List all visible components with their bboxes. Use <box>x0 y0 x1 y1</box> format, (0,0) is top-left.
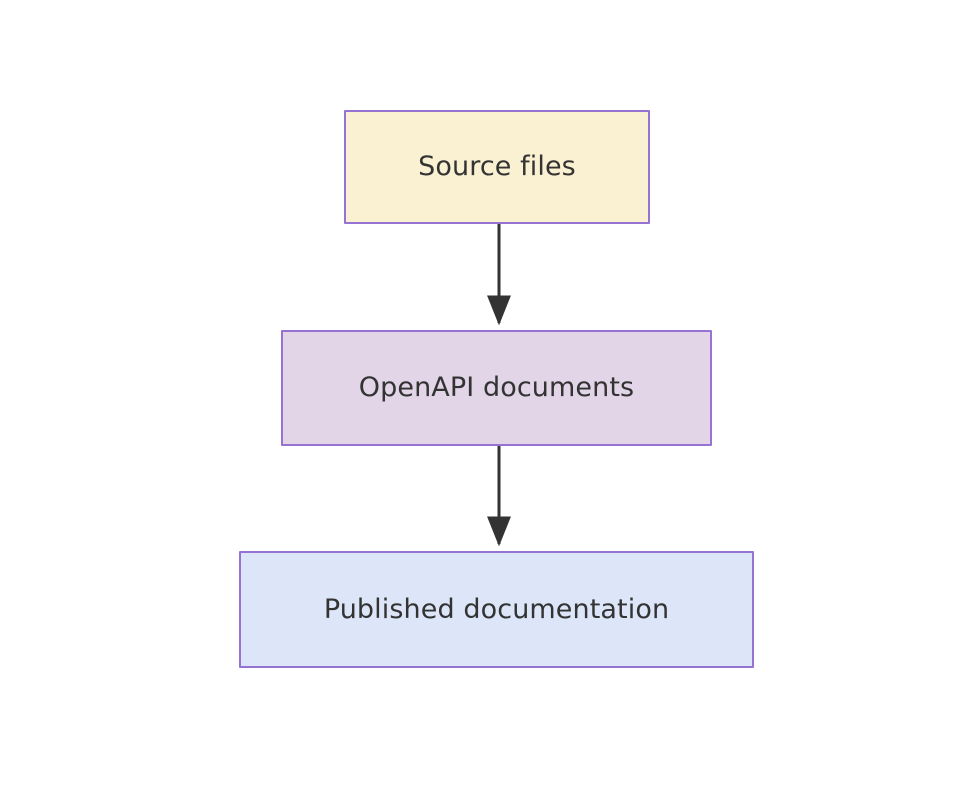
node-published-documentation[interactable]: Published documentation <box>239 551 754 668</box>
node-published-documentation-label: Published documentation <box>323 593 670 625</box>
node-openapi-documents[interactable]: OpenAPI documents <box>281 330 712 446</box>
node-source-files-label: Source files <box>418 151 576 183</box>
node-source-files[interactable]: Source files <box>344 110 650 224</box>
node-openapi-documents-label: OpenAPI documents <box>358 372 635 404</box>
